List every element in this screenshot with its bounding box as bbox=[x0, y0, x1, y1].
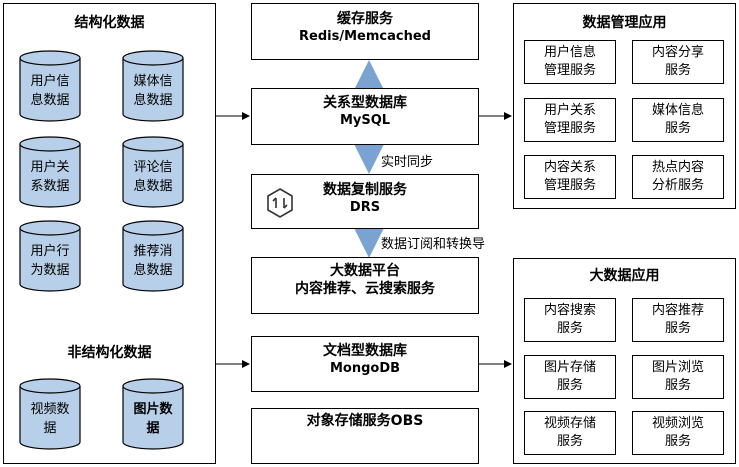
data-cylinder: 媒体信息数据 bbox=[122, 50, 184, 122]
service-box: 图片浏览服务 bbox=[632, 355, 724, 399]
cylinder-label: 媒体信息数据 bbox=[133, 74, 173, 108]
data-cylinder: 用户关系数据 bbox=[19, 136, 81, 208]
service-box: 内容推荐服务 bbox=[632, 298, 724, 342]
service-label: 媒体信息服务 bbox=[651, 103, 704, 136]
drs-box: 数据复制服务 DRS bbox=[251, 174, 479, 229]
service-label: 用户关系管理服务 bbox=[543, 103, 596, 136]
service-box: 用户信息管理服务 bbox=[524, 40, 616, 84]
bigdata-platform-title: 大数据平台 bbox=[330, 263, 400, 279]
service-label: 热点内容分析服务 bbox=[651, 160, 704, 193]
service-box: 图片存储服务 bbox=[524, 355, 616, 399]
cylinder-label: 视频数据 bbox=[30, 402, 70, 436]
service-label: 内容分享服务 bbox=[651, 45, 704, 78]
obs-title: 对象存储服务OBS bbox=[306, 413, 424, 429]
service-box: 内容搜索服务 bbox=[524, 298, 616, 342]
data-management-title: 数据管理应用 bbox=[582, 15, 667, 31]
service-box: 媒体信息服务 bbox=[632, 98, 724, 142]
data-cylinder: 用户信息数据 bbox=[19, 50, 81, 122]
data-cylinder: 图片数据 bbox=[122, 378, 184, 450]
service-label: 内容推荐服务 bbox=[651, 303, 704, 336]
service-label: 图片浏览服务 bbox=[651, 360, 704, 393]
cylinder-label: 评论信息数据 bbox=[133, 160, 173, 194]
cylinder-label: 用户行为数据 bbox=[30, 244, 70, 278]
service-box: 内容分享服务 bbox=[632, 40, 724, 84]
service-box: 内容关系管理服务 bbox=[524, 155, 616, 199]
service-label: 视频浏览服务 bbox=[651, 416, 704, 449]
service-label: 用户信息管理服务 bbox=[543, 45, 596, 78]
drs-sub: DRS bbox=[349, 200, 381, 215]
data-cylinder: 推荐消息数据 bbox=[122, 220, 184, 292]
rdb-sub: MySQL bbox=[339, 113, 391, 128]
cache-service-sub: Redis/Memcached bbox=[299, 29, 431, 44]
service-box: 视频浏览服务 bbox=[632, 411, 724, 455]
service-label: 视频存储服务 bbox=[543, 416, 596, 449]
bigdata-platform-sub: 内容推荐、云搜索服务 bbox=[295, 281, 435, 297]
unstructured-data-title: 非结构化数据 bbox=[67, 345, 152, 361]
drs-icon bbox=[264, 187, 296, 223]
realtime-sync-label: 实时同步 bbox=[381, 155, 434, 170]
docdb-title: 文档型数据库 bbox=[323, 343, 407, 359]
drs-title: 数据复制服务 bbox=[323, 182, 407, 198]
data-cylinder: 评论信息数据 bbox=[122, 136, 184, 208]
docdb-sub: MongoDB bbox=[329, 361, 401, 376]
cylinder-label: 用户信息数据 bbox=[30, 74, 70, 108]
cylinder-label: 用户关系数据 bbox=[30, 160, 70, 194]
obs-box: 对象存储服务OBS bbox=[251, 408, 479, 464]
data-cylinder: 用户行为数据 bbox=[19, 220, 81, 292]
cylinder-label: 推荐消息数据 bbox=[133, 244, 173, 278]
service-box: 用户关系管理服务 bbox=[524, 98, 616, 142]
service-label: 图片存储服务 bbox=[543, 360, 596, 393]
data-cylinder: 视频数据 bbox=[19, 378, 81, 450]
bigdata-apps-title: 大数据应用 bbox=[589, 268, 660, 284]
service-label: 内容搜索服务 bbox=[543, 303, 596, 336]
subscribe-label: 数据订阅和转换导 bbox=[381, 237, 486, 252]
service-box: 视频存储服务 bbox=[524, 411, 616, 455]
bigdata-platform-box: 大数据平台 内容推荐、云搜索服务 bbox=[251, 257, 479, 314]
rdb-box: 关系型数据库 MySQL bbox=[251, 88, 479, 145]
service-label: 内容关系管理服务 bbox=[543, 160, 596, 193]
rdb-title: 关系型数据库 bbox=[323, 95, 407, 111]
docdb-box: 文档型数据库 MongoDB bbox=[251, 336, 479, 392]
cache-service-box: 缓存服务 Redis/Memcached bbox=[251, 3, 479, 60]
structured-data-title: 结构化数据 bbox=[74, 15, 145, 31]
service-box: 热点内容分析服务 bbox=[632, 155, 724, 199]
cylinder-label: 图片数据 bbox=[133, 402, 173, 436]
cache-service-title: 缓存服务 bbox=[337, 11, 393, 27]
